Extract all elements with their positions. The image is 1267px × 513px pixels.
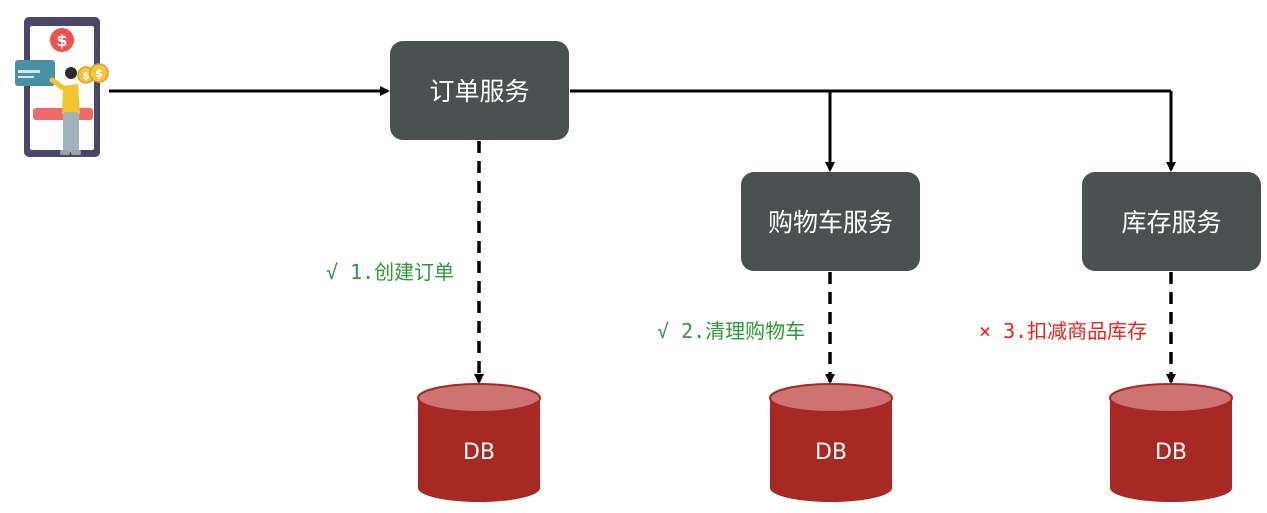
order-db-cylinder: DB	[417, 383, 541, 502]
order-db-label: DB	[463, 440, 495, 465]
order-service-label: 订单服务	[429, 77, 529, 106]
stock-service-box: 库存服务	[1082, 172, 1261, 271]
svg-text:$: $	[95, 67, 103, 80]
stock-db-label: DB	[1155, 440, 1187, 465]
order-service-box: 订单服务	[390, 41, 569, 140]
svg-text:$: $	[56, 31, 67, 50]
mobile-payment-icon: $ $ $	[15, 17, 109, 157]
step-clear-cart: √ 2.清理购物车	[657, 319, 805, 343]
cart-service-label: 购物车服务	[768, 208, 893, 237]
step-create-order: √ 1.创建订单	[326, 260, 454, 284]
cart-db-cylinder: DB	[769, 383, 893, 502]
step-deduct-stock: × 3.扣减商品库存	[979, 319, 1147, 343]
stock-service-label: 库存服务	[1121, 208, 1221, 237]
cart-db-label: DB	[815, 440, 847, 465]
cart-service-box: 购物车服务	[741, 172, 920, 271]
svg-text:$: $	[83, 71, 90, 82]
stock-db-cylinder: DB	[1109, 383, 1233, 502]
